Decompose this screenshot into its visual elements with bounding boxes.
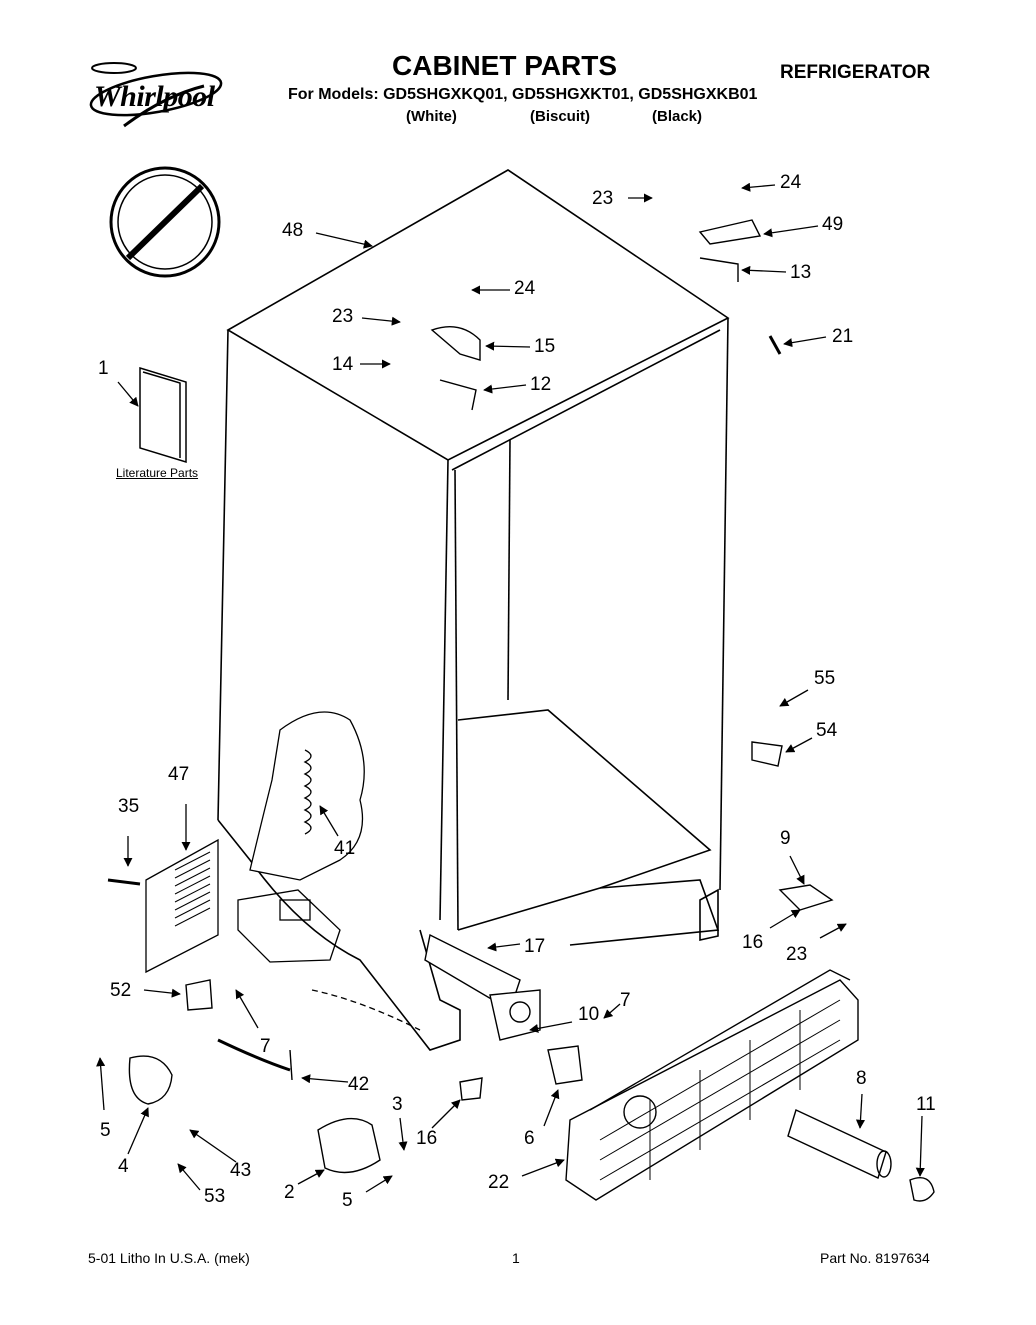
callout-4: 4 — [118, 1156, 129, 1177]
callout-23: 23 — [332, 306, 354, 327]
callout-7: 7 — [620, 990, 631, 1011]
callout-15: 15 — [534, 336, 556, 357]
callout-23: 23 — [592, 188, 614, 209]
appliance-type: REFRIGERATOR — [780, 62, 931, 83]
callout-55: 55 — [814, 668, 836, 689]
callout-22: 22 — [488, 1172, 510, 1193]
callout-41: 41 — [334, 838, 356, 859]
callout-47: 47 — [168, 764, 190, 785]
cutaway-view — [249, 711, 365, 881]
callout-17: 17 — [524, 936, 546, 957]
callout-9: 9 — [780, 828, 791, 849]
callout-16: 16 — [742, 932, 764, 953]
callout-23: 23 — [786, 944, 808, 965]
footer-page-number: 1 — [512, 1250, 520, 1266]
callout-5: 5 — [100, 1120, 111, 1141]
callout-1: 1 — [98, 358, 109, 379]
callout-53: 53 — [204, 1186, 226, 1207]
literature-booklet-icon — [139, 366, 187, 464]
callout-11: 11 — [916, 1094, 936, 1115]
callout-13: 13 — [790, 262, 812, 283]
r12-no-symbol-icon — [109, 166, 221, 278]
callout-3: 3 — [392, 1094, 403, 1115]
callout-24: 24 — [780, 172, 802, 193]
callout-8: 8 — [856, 1068, 867, 1089]
callout-7: 7 — [260, 1036, 271, 1057]
callout-42: 42 — [348, 1074, 370, 1095]
footer-print-info: 5-01 Litho In U.S.A. (mek) — [88, 1250, 250, 1266]
relay-components — [237, 889, 421, 1031]
callout-35: 35 — [118, 796, 140, 817]
callout-52: 52 — [110, 980, 132, 1001]
callout-54: 54 — [816, 720, 838, 741]
leader-lines — [96, 182, 925, 1193]
callout-48: 48 — [282, 220, 304, 241]
callout-24: 24 — [514, 278, 536, 299]
small-parts — [128, 219, 834, 1174]
callout-5: 5 — [342, 1190, 353, 1211]
whirlpool-logo: Whirlpool — [84, 56, 244, 136]
drain-tube-part — [424, 933, 541, 1041]
callout-2: 2 — [284, 1182, 295, 1203]
callout-49: 49 — [822, 214, 844, 235]
callout-43: 43 — [230, 1160, 252, 1181]
variant-black: (Black) — [652, 108, 703, 125]
footer-part-number: Part No. 8197634 — [820, 1250, 930, 1266]
variant-white: (White) — [406, 108, 457, 125]
callout-16: 16 — [416, 1128, 438, 1149]
literature-parts-label: Literature Parts — [116, 466, 199, 480]
logo-swirl-icon — [89, 62, 223, 128]
rear-access-panel — [107, 838, 219, 974]
callout-12: 12 — [530, 374, 552, 395]
variant-biscuit: (Biscuit) — [530, 108, 590, 125]
callout-6: 6 — [524, 1128, 535, 1149]
brand-name: Whirlpool — [94, 80, 215, 113]
callout-10: 10 — [578, 1004, 600, 1025]
cabinet-shell — [217, 169, 730, 1051]
callout-14: 14 — [332, 354, 354, 375]
toe-grille-part — [565, 969, 859, 1201]
page-title: CABINET PARTS — [392, 50, 618, 81]
model-list: For Models: GD5SHGXKQ01, GD5SHGXKT01, GD… — [288, 86, 758, 103]
water-filter-part — [787, 1109, 935, 1202]
callout-21: 21 — [832, 326, 854, 347]
